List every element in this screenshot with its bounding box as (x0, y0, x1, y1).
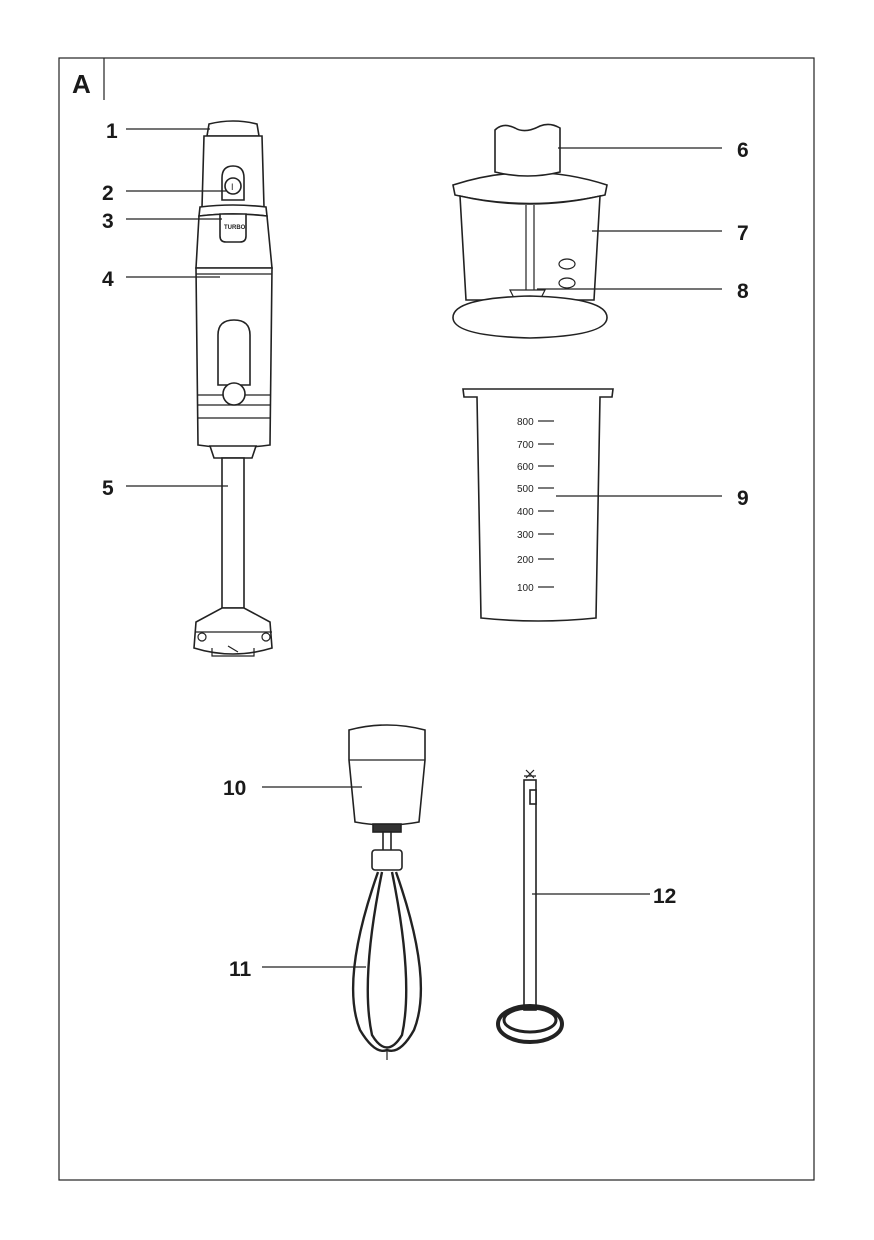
power-button-icon (224, 177, 242, 195)
hand-blender: I TURBO (193, 120, 273, 657)
chopper-base (452, 295, 608, 339)
part-label-9: 9 (737, 487, 749, 510)
blade-guard (193, 607, 273, 655)
part-label-5: 5 (102, 477, 114, 500)
milk-frother (496, 769, 564, 1044)
part-label-10: 10 (223, 777, 246, 800)
part-label-7: 7 (737, 222, 749, 245)
blending-shaft (221, 457, 245, 609)
scale-label-100: 100 (517, 583, 534, 594)
scale-label-600: 600 (517, 462, 534, 473)
scale-label-700: 700 (517, 440, 534, 451)
measuring-beaker (462, 388, 614, 622)
scale-label-500: 500 (517, 484, 534, 495)
part-label-6: 6 (737, 139, 749, 162)
chopper (452, 123, 608, 339)
part-label-8: 8 (737, 280, 749, 303)
beaker-scale: 800 700 600 500 400 300 200 100 (517, 417, 554, 594)
scale-label-300: 300 (517, 530, 534, 541)
speed-dial (206, 120, 260, 137)
scale-label-400: 400 (517, 507, 534, 518)
part-label-4: 4 (102, 268, 114, 291)
frother-coil (496, 1004, 564, 1044)
frame (58, 57, 815, 1181)
part-label-12: 12 (653, 885, 676, 908)
part-label-3: 3 (102, 210, 114, 233)
callout-lines (126, 128, 722, 968)
turbo-button[interactable] (219, 213, 247, 243)
power-symbol: I (231, 182, 234, 192)
chopper-bowl (459, 194, 601, 301)
scale-label-200: 200 (517, 555, 534, 566)
turbo-label: TURBO (224, 225, 246, 231)
part-label-2: 2 (102, 182, 114, 205)
release-button-icon (222, 382, 246, 406)
part-label-11: 11 (229, 958, 252, 981)
part-label-1: 1 (106, 120, 118, 143)
whisk-coupling (371, 849, 403, 871)
chopper-motor-coupling (494, 123, 561, 177)
frother-shaft (523, 779, 537, 1011)
whisk-gearbox (348, 724, 426, 826)
whisk (348, 724, 426, 1060)
scale-label-800: 800 (517, 417, 534, 428)
figure-label: A (72, 69, 91, 99)
window (217, 319, 251, 386)
